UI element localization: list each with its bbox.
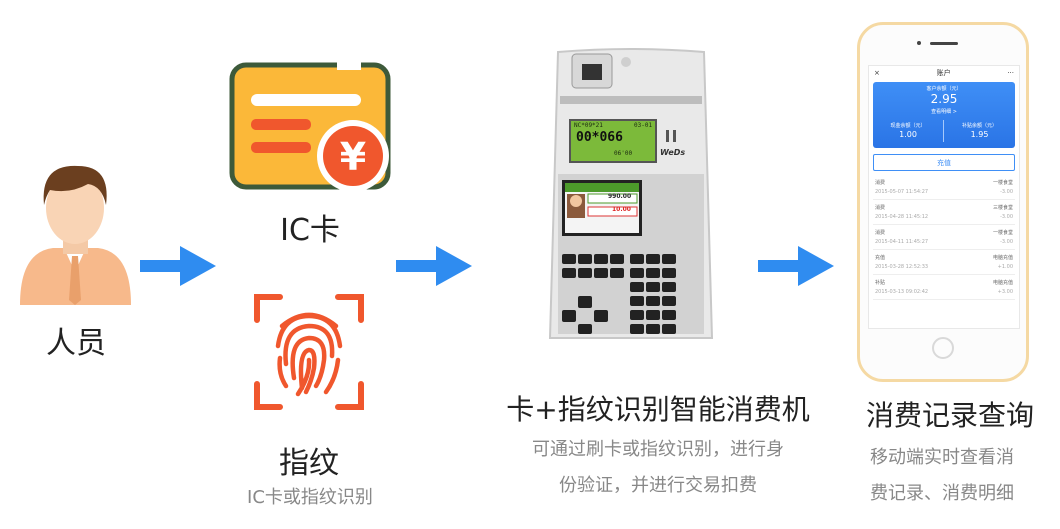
lcd-line1: NC*09*21 bbox=[574, 122, 603, 129]
home-button bbox=[932, 337, 954, 359]
terminal-brand: WeDs bbox=[660, 148, 686, 157]
balance-caption: 客户余额（元） bbox=[926, 86, 962, 92]
record-amount: -3.00 bbox=[1000, 214, 1013, 220]
arrow-right-icon bbox=[396, 246, 472, 286]
terminal-body bbox=[548, 48, 714, 339]
terminal-desc-line2: 份验证，并进行交易扣费 bbox=[559, 475, 757, 496]
list-item[interactable]: 消费 2015-05-07 11:54:27 一楼食堂 -3.00 bbox=[873, 175, 1015, 200]
record-amount: +1.00 bbox=[997, 264, 1013, 270]
fingerprint-label: 指纹 bbox=[279, 446, 339, 481]
phone-mockup: × 账户 ··· 客户余额（元） 2.95 查看明细 > 现金余额（元） 1.0… bbox=[857, 22, 1029, 382]
app-bar: × 账户 ··· bbox=[869, 66, 1019, 80]
record-type: 消费 bbox=[875, 205, 886, 211]
terminal-label: 卡+指纹识别智能消费机 bbox=[506, 393, 810, 426]
cash-caption: 现金余额（元） bbox=[890, 123, 926, 129]
list-item[interactable]: 充值 2015-03-28 12:52:33 电脑充值 +1.00 bbox=[873, 250, 1015, 275]
sub-divider bbox=[943, 120, 944, 142]
screen-amount: 10.00 bbox=[612, 206, 631, 213]
svg-text:¥: ¥ bbox=[340, 135, 366, 179]
record-amount: -3.00 bbox=[1000, 189, 1013, 195]
record-date: 2015-03-28 12:52:33 bbox=[875, 264, 929, 270]
lcd-line2: 06'00 bbox=[614, 150, 633, 157]
record-date: 2015-03-13 09:02:42 bbox=[875, 289, 929, 295]
record-list: 消费 2015-05-07 11:54:27 一楼食堂 -3.00 消费 201… bbox=[869, 175, 1019, 300]
app-title: 账户 bbox=[936, 69, 951, 77]
close-icon[interactable]: × bbox=[874, 69, 880, 77]
yuan-card-icon: ¥ bbox=[229, 62, 391, 192]
more-icon[interactable]: ··· bbox=[1007, 69, 1014, 77]
cash-value: 1.00 bbox=[899, 130, 917, 139]
list-item[interactable]: 消费 2015-04-11 11:45:27 一楼食堂 -3.00 bbox=[873, 225, 1015, 250]
record-merchant: 电脑充值 bbox=[992, 255, 1013, 261]
arrow-right-icon bbox=[758, 246, 834, 286]
record-type: 充值 bbox=[875, 255, 886, 261]
balance-value: 2.95 bbox=[930, 92, 958, 106]
list-item[interactable]: 补贴 2015-03-13 09:02:42 电脑充值 +3.00 bbox=[873, 275, 1015, 300]
record-type: 补贴 bbox=[875, 280, 886, 286]
phone-desc-line1: 移动端实时查看消 bbox=[870, 447, 1014, 468]
lcd-amount: 00*066 bbox=[576, 130, 623, 145]
arrow-right-icon bbox=[140, 246, 216, 286]
record-date: 2015-05-07 11:54:27 bbox=[875, 189, 929, 195]
list-item[interactable]: 消费 2015-04-28 11:45:12 三楼食堂 -3.00 bbox=[873, 200, 1015, 225]
phone-speaker bbox=[930, 42, 958, 45]
record-type: 消费 bbox=[875, 230, 886, 236]
balance-card: 客户余额（元） 2.95 查看明细 > 现金余额（元） 1.00 补贴余额（元）… bbox=[873, 82, 1015, 148]
phone-screen: × 账户 ··· 客户余额（元） 2.95 查看明细 > 现金余额（元） 1.0… bbox=[868, 65, 1020, 329]
record-merchant: 一楼食堂 bbox=[992, 180, 1013, 186]
lcd-line1b: 03-01 bbox=[634, 122, 653, 129]
record-amount: +3.00 bbox=[997, 289, 1013, 295]
recharge-button[interactable]: 充值 bbox=[873, 154, 1015, 171]
balance-link[interactable]: 查看明细 > bbox=[931, 109, 957, 115]
fingerprint-sublabel: IC卡或指纹识别 bbox=[247, 487, 373, 508]
fingerprint-icon bbox=[254, 294, 364, 410]
record-merchant: 电脑充值 bbox=[992, 280, 1013, 286]
phone-camera bbox=[917, 41, 921, 45]
subsidy-value: 1.95 bbox=[970, 130, 989, 139]
terminal-desc-line1: 可通过刷卡或指纹识别，进行身 bbox=[532, 439, 784, 460]
subsidy-caption: 补贴余额（元） bbox=[961, 123, 997, 129]
record-merchant: 三楼食堂 bbox=[992, 205, 1013, 211]
record-date: 2015-04-28 11:45:12 bbox=[875, 214, 929, 220]
person-label: 人员 bbox=[46, 326, 106, 361]
ic-card-label: IC卡 bbox=[280, 213, 340, 248]
phone-desc-line2: 费记录、消费明细 bbox=[870, 483, 1014, 504]
record-amount: -3.00 bbox=[1000, 239, 1013, 245]
consumption-terminal: WeDs NC*09*21 03-01 00*066 06'00 990.00 … bbox=[548, 48, 714, 342]
screen-balance: 990.00 bbox=[608, 193, 632, 200]
record-date: 2015-04-11 11:45:27 bbox=[875, 239, 929, 245]
record-type: 消费 bbox=[875, 180, 886, 186]
record-merchant: 一楼食堂 bbox=[992, 230, 1013, 236]
phone-label: 消费记录查询 bbox=[865, 399, 1034, 432]
person-icon bbox=[20, 165, 131, 305]
